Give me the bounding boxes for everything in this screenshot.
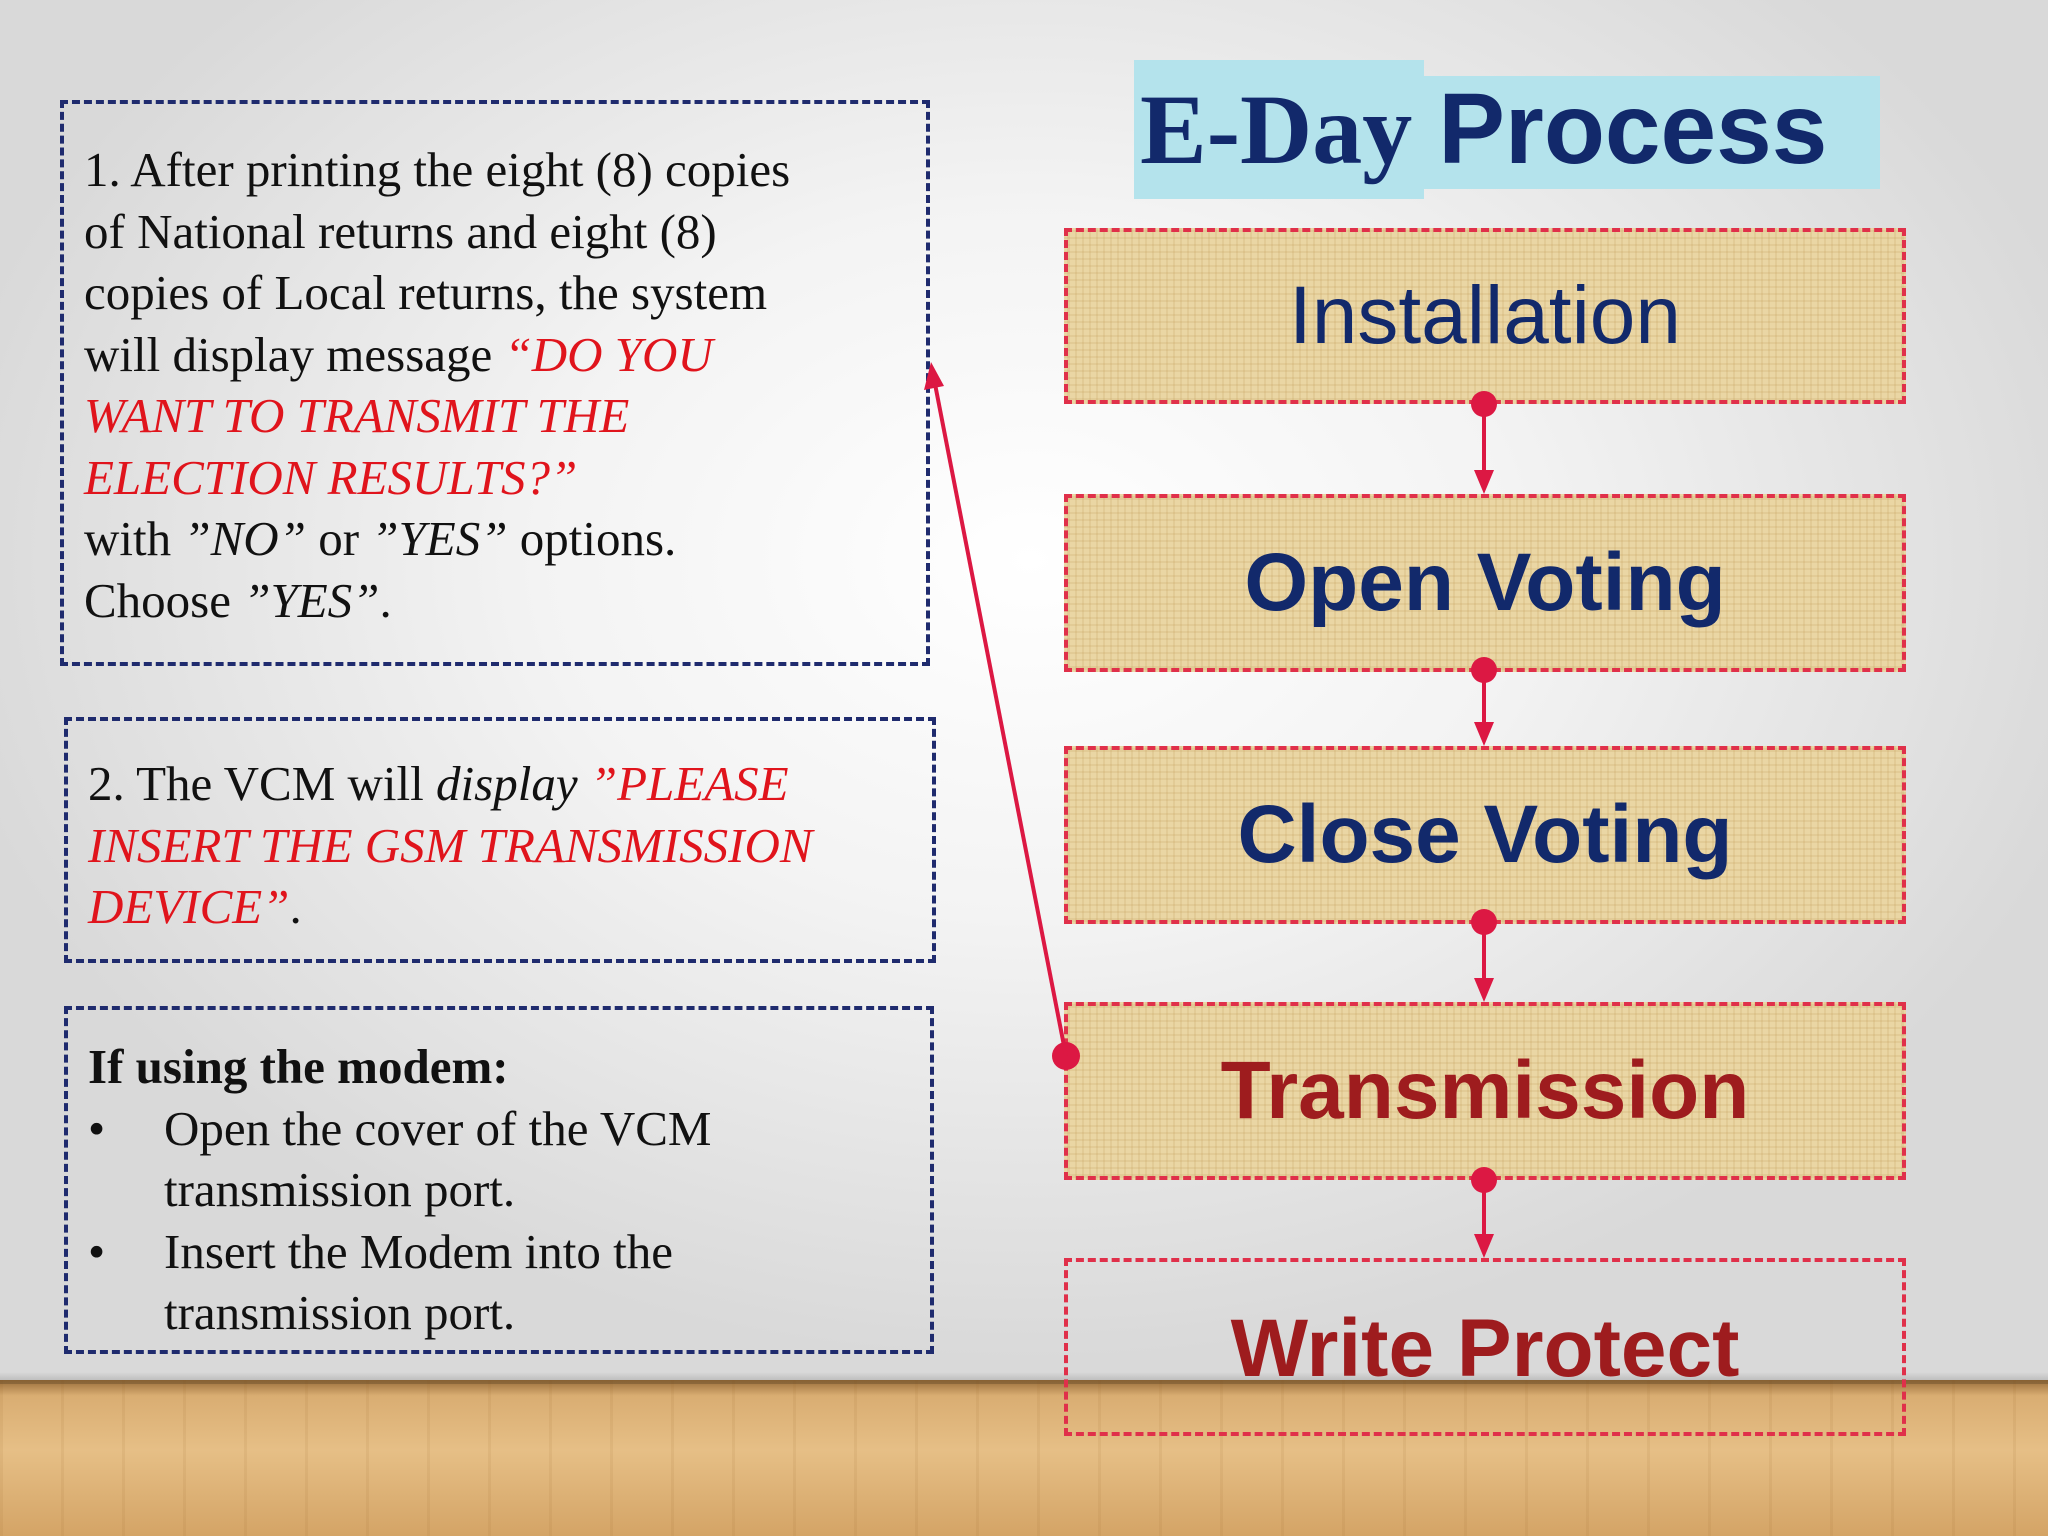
page-title: E-Day Process <box>1134 60 1827 199</box>
list-item: • Open the cover of the VCM transmission… <box>88 1098 930 1221</box>
title-highlight <box>1134 60 1424 199</box>
bullet-icon: • <box>88 1223 106 1279</box>
note-text: or <box>305 511 372 566</box>
note-box-insert-device: 2. The VCM will display ”PLEASE INSERT T… <box>64 717 936 963</box>
step-label: Write Protect <box>1230 1303 1740 1394</box>
note-line: 1. After printing the eight (8) copies <box>84 142 791 197</box>
device-message: DEVICE” <box>88 879 290 934</box>
connector-arrow <box>1471 909 1497 1002</box>
title-part-eday: E-Day <box>1140 74 1413 185</box>
note-text: . <box>289 879 302 934</box>
note-line: DEVICE”. <box>88 876 932 938</box>
list-item-line: transmission port. <box>164 1285 516 1340</box>
option-no: ”NO” <box>183 511 306 566</box>
note-box-transmit-prompt: 1. After printing the eight (8) copies o… <box>60 100 930 666</box>
option-yes: ”YES” <box>371 511 508 566</box>
device-message: ”PLEASE <box>577 756 789 811</box>
floor-strip <box>0 1380 2048 1536</box>
note-box-modem: If using the modem: • Open the cover of … <box>64 1006 934 1354</box>
step-label: Close Voting <box>1237 789 1733 880</box>
callout-arrow <box>924 362 1080 1070</box>
note-line: 2. The VCM will display ”PLEASE <box>88 753 932 815</box>
step-label: Installation <box>1288 270 1682 361</box>
option-yes: ”YES” <box>243 572 380 628</box>
step-write-protect: Write Protect <box>1064 1258 1906 1436</box>
note-text: options. <box>507 511 677 566</box>
connector-arrow <box>1471 391 1497 494</box>
list-item-line: Insert the Modem into the <box>164 1223 673 1279</box>
floor-shadow <box>0 1372 2048 1384</box>
title-highlight <box>1420 76 1880 189</box>
note-text: will display message <box>84 326 505 382</box>
connector-arrow <box>1471 657 1497 746</box>
title-part-process: Process <box>1438 73 1828 185</box>
list-item-line: transmission port. <box>164 1162 516 1217</box>
prompt-message: WANT TO TRANSMIT THE <box>84 388 630 443</box>
step-installation: Installation <box>1064 228 1906 404</box>
modem-heading: If using the modem: <box>88 1039 509 1094</box>
device-message: INSERT THE GSM TRANSMISSION <box>88 817 813 873</box>
note-text: with <box>84 511 184 566</box>
note-line: of National returns and eight (8) <box>84 203 717 259</box>
step-label: Transmission <box>1220 1045 1750 1136</box>
note-line: will display message “DO YOU <box>84 324 926 386</box>
display-word: display <box>436 756 578 811</box>
step-close-voting: Close Voting <box>1064 746 1906 924</box>
step-label: Open Voting <box>1244 537 1726 628</box>
note-line: copies of Local returns, the system <box>84 265 768 320</box>
prompt-message: ELECTION RESULTS?” <box>84 449 578 505</box>
list-item-line: Open the cover of the VCM <box>164 1100 712 1156</box>
prompt-message: “DO YOU <box>504 326 713 382</box>
connector-arrow <box>1471 1167 1497 1258</box>
note-line: with ”NO” or ”YES” options. <box>84 508 926 570</box>
note-text: Choose <box>84 572 244 628</box>
bullet-icon: • <box>88 1100 106 1156</box>
note-text: 2. The VCM will <box>88 756 437 811</box>
list-item: • Insert the Modem into the transmission… <box>88 1221 930 1344</box>
note-text: . <box>379 572 392 628</box>
step-transmission: Transmission <box>1064 1002 1906 1180</box>
note-line: Choose ”YES”. <box>84 570 926 632</box>
